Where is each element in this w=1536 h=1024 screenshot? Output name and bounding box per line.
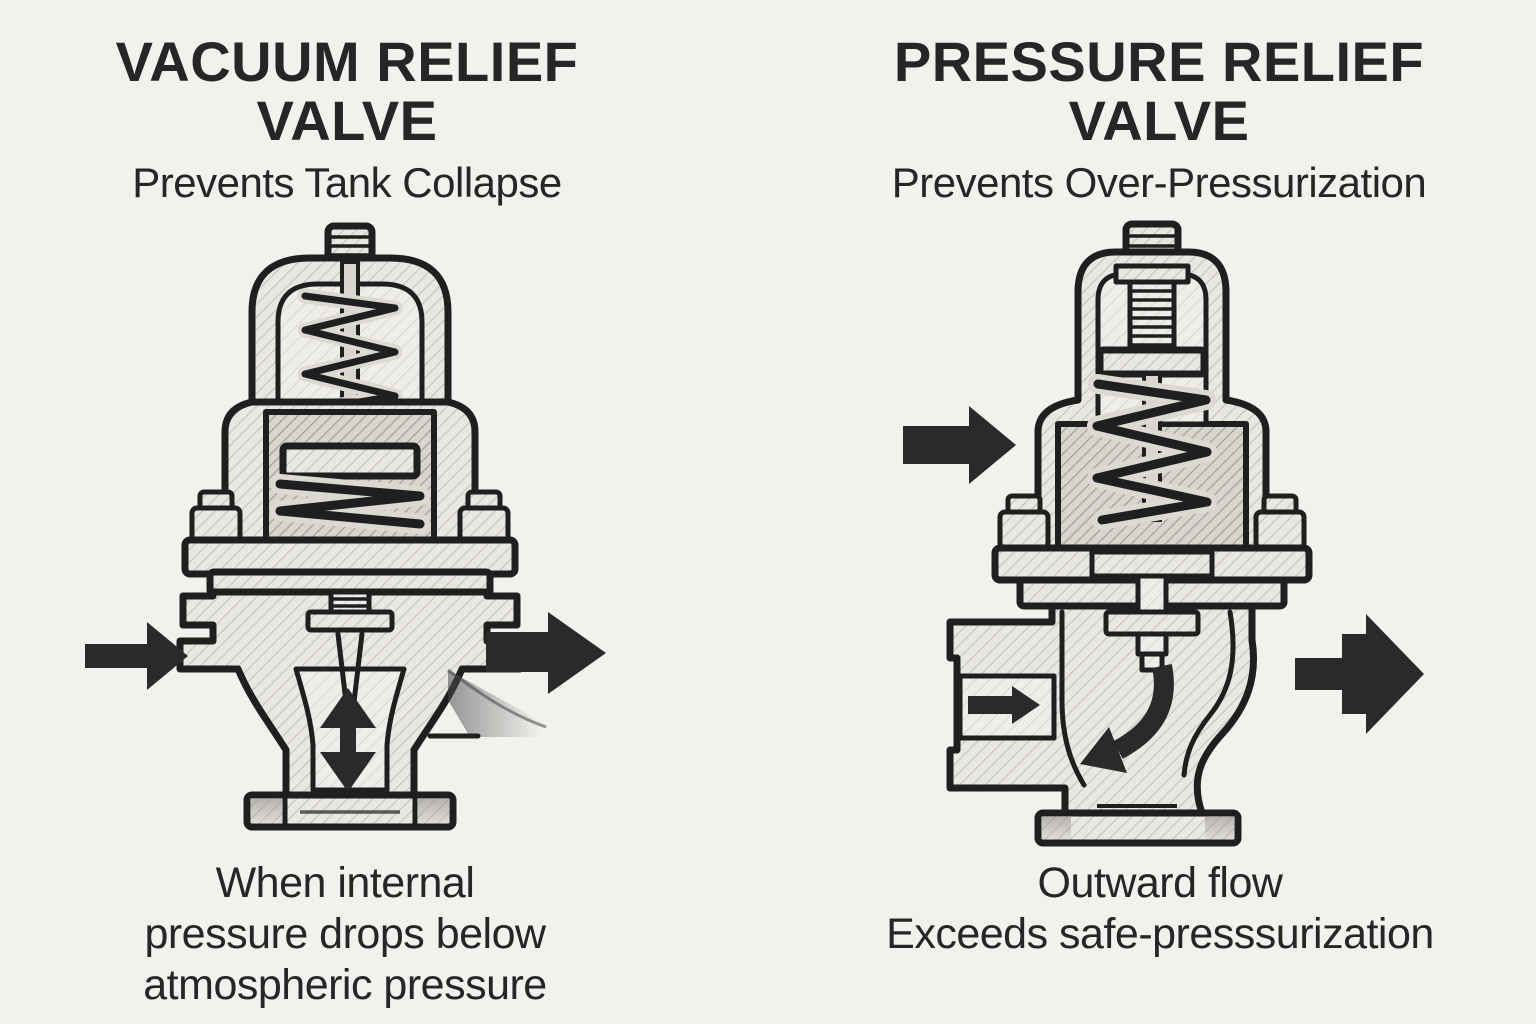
bottom-flange [1034, 804, 1242, 847]
right-title: PRESSURE RELIEF VALVE [866, 32, 1452, 150]
right-title-line-1: PRESSURE RELIEF [893, 30, 1425, 93]
valve-stem [1103, 573, 1201, 673]
left-subtitle: Prevents Tank Collapse [132, 159, 562, 206]
stem-disc [305, 609, 395, 633]
flange-bolt-left [997, 493, 1051, 551]
main-spring [270, 474, 430, 534]
bidirectional-flow-arrow [320, 688, 376, 792]
valve-stem [305, 589, 395, 705]
left-title-block: VACUUM RELIEF VALVE Prevents Tank Collap… [64, 32, 630, 206]
inlet-flow-arrow [85, 622, 188, 690]
bottom-flange [243, 791, 457, 831]
pressure-relief-valve-illustration [903, 220, 1424, 847]
threaded-stem [1127, 279, 1177, 355]
outlet-flow-arrow [486, 612, 606, 694]
flange-bolt-left [189, 489, 243, 547]
left-caption-line-2: pressure drops below [144, 910, 546, 958]
right-subtitle: Prevents Over-Pressurization [891, 159, 1427, 206]
left-title: VACUUM RELIEF VALVE [64, 32, 630, 150]
right-caption-line-1: Outward flow [1037, 859, 1283, 907]
right-caption-line-2: Exceeds safe-presssurization [886, 910, 1434, 958]
flange-bolt-right [1253, 493, 1307, 551]
body-flange [181, 536, 519, 598]
left-title-line-2: VALVE [256, 89, 438, 152]
stem-collar [1103, 609, 1201, 637]
spring-seat-plate [1096, 346, 1208, 378]
flange-bolt-right [457, 489, 511, 547]
curved-flow-arrow [1080, 664, 1174, 773]
left-caption: When internal pressure drops below atmos… [52, 858, 638, 1011]
outlet-flow-arrow [1295, 614, 1424, 734]
right-title-line-2: VALVE [1068, 89, 1250, 152]
external-pressure-arrow [903, 406, 1016, 484]
spring-seat-plate [279, 442, 421, 480]
main-spring [1087, 374, 1217, 530]
left-title-line-1: VACUUM RELIEF [115, 30, 579, 93]
right-caption: Outward flow Exceeds safe-presssurizatio… [840, 858, 1480, 960]
spring-bottom-seat [1089, 549, 1215, 579]
vacuum-relief-valve-illustration [85, 222, 606, 831]
adjusting-spring [297, 260, 403, 418]
inlet-small-arrow [968, 686, 1040, 724]
left-caption-line-1: When internal [215, 859, 475, 907]
left-caption-line-3: atmospheric pressure [143, 961, 547, 1009]
right-title-block: PRESSURE RELIEF VALVE Prevents Over-Pres… [866, 32, 1452, 206]
